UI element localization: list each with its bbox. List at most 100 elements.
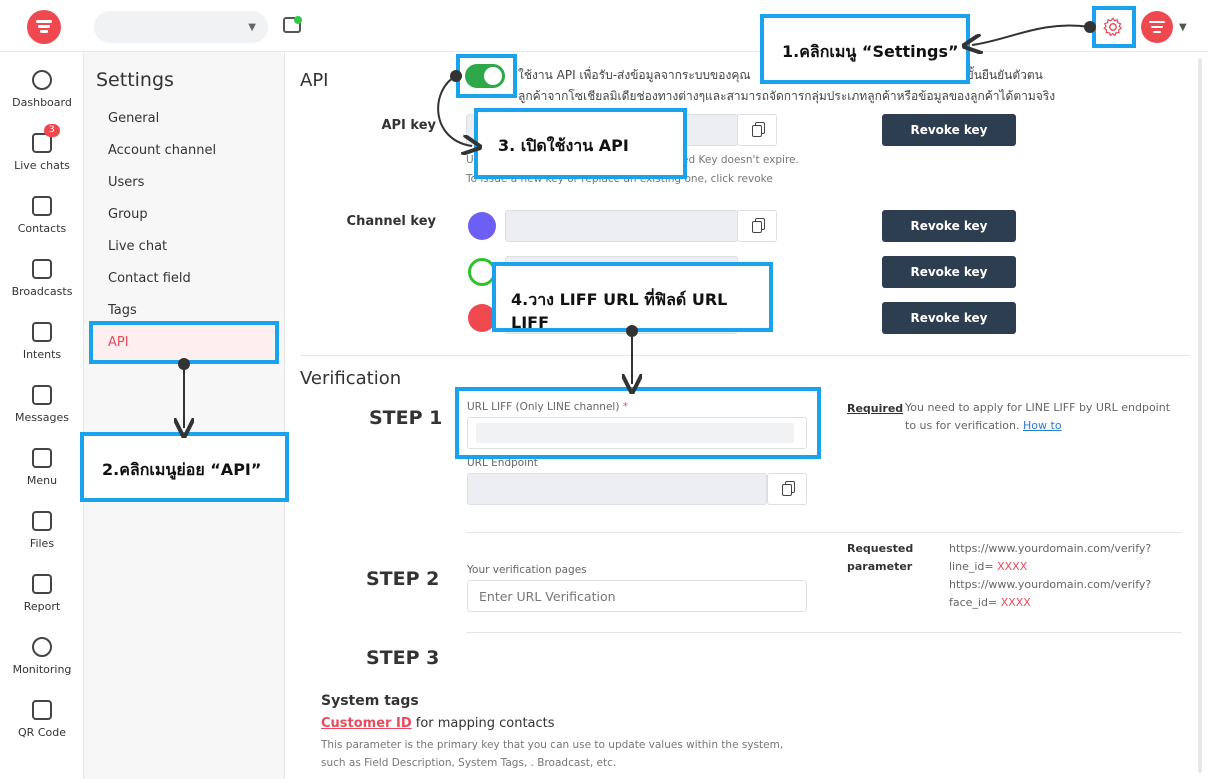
verification-section-title: Verification [300, 368, 402, 389]
copy-url-endpoint-button[interactable] [767, 473, 807, 505]
copy-api-key-button[interactable] [737, 114, 777, 146]
avatar[interactable] [1141, 11, 1173, 43]
url-liff-input-fill [476, 423, 794, 443]
step-3-label: STEP 3 [366, 647, 440, 669]
copy-icon [752, 125, 762, 137]
step-1-label: STEP 1 [369, 407, 443, 429]
settings-item-tags[interactable]: Tags [108, 303, 137, 318]
left-navigation: Dashboard Live chats 3 Contacts Broadcas… [0, 52, 84, 779]
step-2-label: STEP 2 [366, 568, 440, 590]
bar-chart-icon [32, 574, 52, 594]
nav-menu[interactable]: Menu [0, 438, 84, 498]
messenger-key-field[interactable] [505, 210, 738, 242]
callout-step-2: 2.คลิกเมนูย่อย “API” [80, 432, 289, 502]
api-key-help-b: lived Key doesn't expire. [670, 154, 799, 166]
divider [300, 355, 1190, 356]
nav-broadcasts[interactable]: Broadcasts [0, 249, 84, 309]
settings-item-group[interactable]: Group [108, 207, 148, 222]
toggle-knob [484, 67, 502, 85]
revoke-api-key-button[interactable]: Revoke key [882, 114, 1016, 146]
api-desc-line1: ใช้งาน API เพื่อรับ-ส่งข้อมูลจากระบบของค… [518, 68, 751, 82]
url-endpoint-field[interactable] [467, 473, 767, 505]
nav-messages[interactable]: Messages [0, 375, 84, 435]
how-to-link[interactable]: How to [1023, 419, 1062, 432]
nav-label: Menu [26, 474, 58, 487]
copy-messenger-key-button[interactable] [737, 210, 777, 242]
nav-label: Messages [15, 411, 69, 424]
verification-url-input[interactable]: Enter URL Verification [467, 580, 807, 612]
pie-monitor-icon [32, 637, 52, 657]
url-liff-label: URL LIFF (Only LINE channel) * [467, 401, 629, 413]
nav-intents[interactable]: Intents [0, 312, 84, 372]
app-logo[interactable] [27, 10, 61, 44]
live-chats-badge: 3 [44, 124, 60, 137]
settings-item-contact-field[interactable]: Contact field [108, 271, 191, 286]
customer-id-link[interactable]: Customer ID [321, 716, 412, 731]
callout-step-3: 3. เปิดใช้งาน API [474, 108, 687, 179]
highlight-api-menu [89, 321, 279, 364]
ai-icon [32, 322, 52, 342]
nav-label: Live chats [14, 159, 70, 172]
nav-label: Report [23, 600, 61, 613]
nav-files[interactable]: Files [0, 501, 84, 561]
nav-label: Dashboard [12, 96, 72, 109]
settings-item-general[interactable]: General [108, 111, 160, 126]
revoke-line-key-button[interactable]: Revoke key [882, 256, 1016, 288]
system-tags-title: System tags [321, 693, 419, 709]
nav-contacts[interactable]: Contacts [0, 186, 84, 246]
required-link[interactable]: Required [847, 402, 904, 415]
settings-item-users[interactable]: Users [108, 175, 145, 190]
nav-label: Monitoring [12, 663, 72, 676]
workspace-select[interactable]: ▼ [94, 11, 268, 43]
url-endpoint-label: URL Endpoint [467, 457, 538, 469]
nav-label: Broadcasts [11, 285, 73, 298]
nav-label: Files [29, 537, 55, 550]
chat-notification-icon[interactable] [283, 17, 301, 33]
chart-pie-icon [32, 70, 52, 90]
settings-item-api[interactable]: API [92, 326, 274, 360]
nav-qr-code[interactable]: QR Code [0, 690, 84, 750]
main-scrollbar[interactable] [1198, 58, 1202, 773]
gear-icon[interactable] [1102, 16, 1124, 38]
required-note: You need to apply for LINE LIFF by URL e… [905, 401, 1171, 432]
chat-bubbles-icon [32, 133, 52, 153]
revoke-webchat-key-button[interactable]: Revoke key [882, 302, 1016, 334]
verification-pages-label: Your verification pages [467, 564, 587, 576]
megaphone-icon [32, 259, 52, 279]
callout-step-1: 1.คลิกเมนู “Settings” [760, 14, 970, 84]
contact-card-icon [32, 196, 52, 216]
copy-icon [752, 221, 762, 233]
settings-sidebar: Settings General Account channel Users G… [84, 52, 285, 779]
api-desc-line1-end: ขั้นยืนยันตัวตน [965, 68, 1043, 82]
nav-report[interactable]: Report [0, 564, 84, 624]
requested-parameter-values: https://www.yourdomain.com/verify? line_… [949, 542, 1152, 609]
nav-live-chats[interactable]: Live chats [0, 123, 84, 183]
nav-dashboard[interactable]: Dashboard [0, 60, 84, 120]
highlight-url-liff [455, 387, 821, 459]
api-description: ใช้งาน API เพื่อรับ-ส่งข้อมูลจากระบบของค… [518, 65, 1118, 107]
chevron-down-icon: ▼ [248, 22, 256, 33]
nav-label: Contacts [17, 222, 67, 235]
callout-step-4: 4.วาง LIFF URL ที่ฟิลด์ URL LIFF [492, 262, 773, 332]
settings-item-account-channel[interactable]: Account channel [108, 143, 217, 158]
nav-monitoring[interactable]: Monitoring [0, 627, 84, 687]
revoke-messenger-key-button[interactable]: Revoke key [882, 210, 1016, 242]
divider [466, 532, 1182, 533]
settings-title: Settings [96, 69, 174, 91]
folder-icon [32, 511, 52, 531]
highlight-api-toggle [456, 54, 517, 98]
chevron-down-icon[interactable]: ▼ [1179, 22, 1187, 33]
settings-item-live-chat[interactable]: Live chat [108, 239, 168, 254]
online-indicator [294, 16, 302, 24]
api-desc-line2: ลูกค้าจากโซเชียลมิเดียช่องทางต่างๆและสาม… [518, 89, 1056, 103]
api-section-title: API [300, 70, 329, 91]
api-key-label: API key [381, 118, 436, 133]
grid-menu-icon [32, 448, 52, 468]
copy-icon [782, 484, 792, 496]
customer-id-line: Customer ID for mapping contacts [321, 716, 555, 731]
webchat-icon [468, 304, 496, 332]
highlight-settings-gear [1092, 6, 1136, 48]
top-bar: ▼ ▼ [0, 0, 1208, 52]
channel-key-label: Channel key [346, 214, 436, 229]
